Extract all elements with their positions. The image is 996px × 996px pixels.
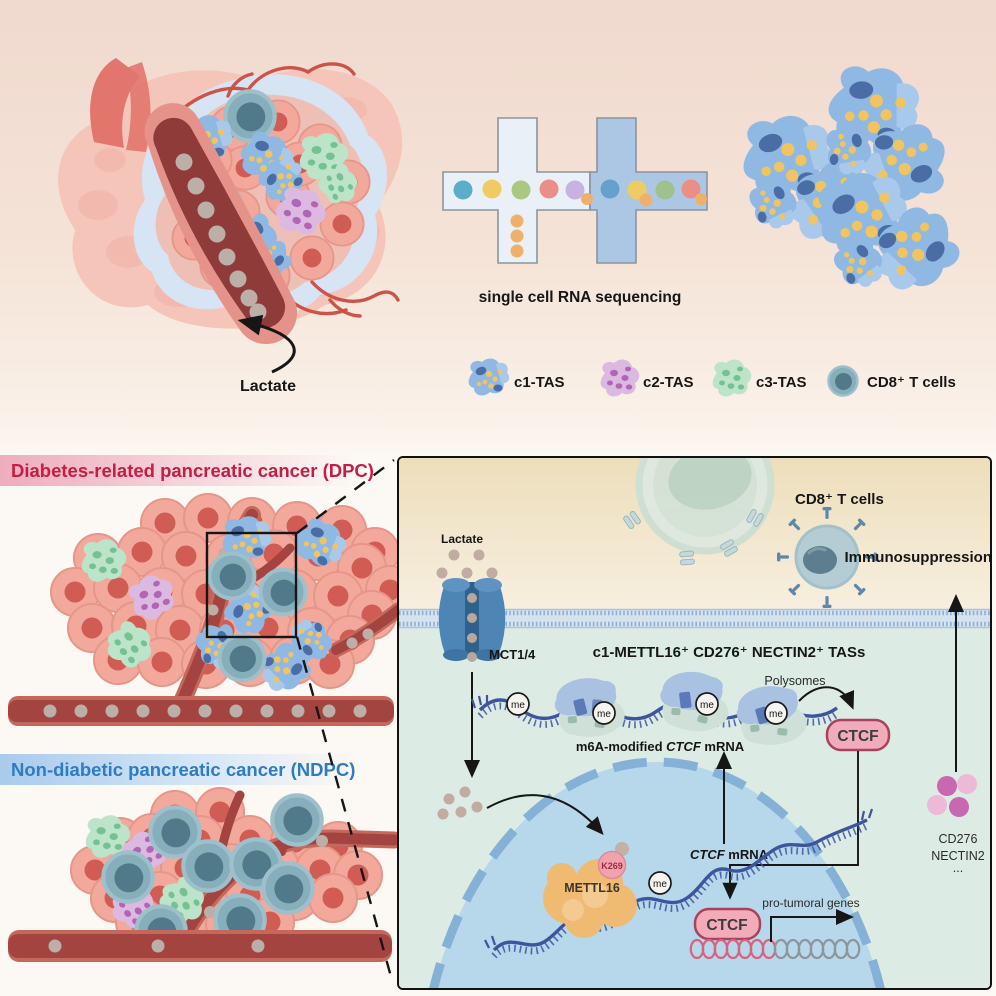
zoom-dashed-line-bottom xyxy=(295,636,395,985)
zoom-dashed-lines xyxy=(295,459,395,985)
m6a-prefix: m6A-modified xyxy=(576,739,666,754)
ndpc-tumor-illustration xyxy=(8,786,403,962)
ndpc-banner: Non-diabetic pancreatic cancer (NDPC) xyxy=(0,754,356,785)
cd8-t-cell-large xyxy=(622,458,775,566)
me-badge: me xyxy=(695,692,719,716)
me-badge: me xyxy=(648,871,672,895)
legend: c1-TAS c2-TAS c3-TAS CD8⁺ T cells xyxy=(468,358,956,397)
transcription-arrow xyxy=(770,909,854,942)
m6a-mrna-label: m6A-modified CTCF mRNA xyxy=(576,739,745,754)
lactate-dots-vessel xyxy=(175,153,267,321)
cd276-label: CD276 xyxy=(939,832,978,846)
k269-label: K269 xyxy=(601,861,623,871)
m6a-gene: CTCF xyxy=(666,739,702,754)
immunosuppression-label: Immunosuppression xyxy=(844,549,992,566)
ctcf-box-label: CTCF xyxy=(837,728,878,745)
ctcf-box-cytoplasm: CTCF xyxy=(825,718,891,752)
mct14-transporter xyxy=(438,578,506,662)
c3-tas-icon xyxy=(712,359,752,397)
lactate-label-panel: Lactate xyxy=(441,532,483,546)
pro-tumoral-genes-label: pro-tumoral genes xyxy=(762,896,859,910)
zoom-dashed-line-top xyxy=(296,459,395,534)
me-label: me xyxy=(769,709,783,720)
pancreatic-duct xyxy=(90,58,140,148)
tas-heading: c1-METTL16⁺ CD276⁺ NECTIN2⁺ TASs xyxy=(593,644,866,661)
c2-tas-icon xyxy=(600,359,640,397)
chip-cells xyxy=(453,179,707,258)
mechanism-panel: CD8⁺ T cells Immunosuppression Lactate M… xyxy=(397,456,992,990)
legend-item-c2: c2-TAS xyxy=(600,359,694,397)
nuclear-import-arrow xyxy=(486,794,604,835)
dpc-banner: Diabetes-related pancreatic cancer (DPC) xyxy=(0,455,374,486)
legend-item-c3: c3-TAS xyxy=(712,359,807,397)
chip-caption: single cell RNA sequencing xyxy=(479,289,682,306)
legend-item-c1: c1-TAS xyxy=(468,358,565,396)
polysomes-label: Polysomes xyxy=(764,674,825,688)
lactate-dots-cytoplasm xyxy=(437,786,483,820)
ctcf-feedback-connector xyxy=(722,751,859,900)
bottom-left-art xyxy=(8,459,416,985)
legend-label-cd8: CD8⁺ T cells xyxy=(867,374,956,391)
me-badge: me xyxy=(764,701,788,725)
mct14-label: MCT1/4 xyxy=(489,647,536,662)
mrna-polysome-strand: me me me me xyxy=(470,670,840,749)
mechanism-art: CD8⁺ T cells Immunosuppression Lactate M… xyxy=(399,458,992,988)
ndpc-lactate-dots xyxy=(48,939,265,953)
lactate-arrow xyxy=(237,314,296,374)
c1-cell-clusters xyxy=(744,57,977,316)
m6a-suffix: mRNA xyxy=(701,739,745,754)
ndpc-title: Non-diabetic pancreatic cancer (NDPC) xyxy=(11,759,356,780)
dna-helix xyxy=(689,938,861,960)
me-badge: me xyxy=(592,701,616,725)
dpc-title: Diabetes-related pancreatic cancer (DPC) xyxy=(11,460,374,481)
ctcf-mrna-suffix: mRNA xyxy=(725,847,769,862)
zoom-rectangle xyxy=(205,531,298,639)
me-badge: me xyxy=(506,692,530,716)
cd276-nectin2-dots xyxy=(927,774,977,817)
ndpc-main-vessel xyxy=(8,930,392,962)
mettl16-complex: K269 METTL16 xyxy=(543,842,637,938)
mettl16-label: METTL16 xyxy=(564,881,620,895)
cd8-t-cell-icon xyxy=(827,365,859,397)
dpc-main-vessel xyxy=(8,696,394,726)
lactate-dots-extracellular xyxy=(436,549,498,579)
lactate-label: Lactate xyxy=(240,378,296,395)
me-label: me xyxy=(700,700,714,711)
legend-label-c3: c3-TAS xyxy=(756,374,807,391)
legend-label-c2: c2-TAS xyxy=(643,374,694,391)
blood-vessel xyxy=(144,103,298,345)
cd8-t-cells-label: CD8⁺ T cells xyxy=(795,491,884,508)
ctcf-box-label: CTCF xyxy=(706,917,747,934)
me-label: me xyxy=(597,709,611,720)
top-section-art: Lactate single cell RNA sequencing c1-TA… xyxy=(58,0,996,397)
ctcf-box-nucleus: CTCF xyxy=(693,907,762,941)
ellipsis-label: ... xyxy=(953,861,963,875)
dpc-lactate-dots xyxy=(43,704,367,718)
me-label: me xyxy=(653,879,667,890)
k269-badge xyxy=(597,850,627,880)
legend-label-c1: c1-TAS xyxy=(514,374,565,391)
me-label: me xyxy=(511,700,525,711)
microfluidic-chip: single cell RNA sequencing xyxy=(442,117,708,306)
translation-arrow xyxy=(798,686,855,710)
cd8-t-cell-small xyxy=(777,507,877,608)
pancreas-illustration: Lactate xyxy=(58,58,403,395)
ctcf-mrna-label: CTCF mRNA xyxy=(690,847,769,862)
nectin2-label: NECTIN2 xyxy=(931,849,985,863)
nuclear-mrna-strand xyxy=(484,808,874,959)
c1-tas-icon xyxy=(468,358,510,396)
dpc-tumor-illustration xyxy=(8,492,416,726)
ctcf-mrna-gene: CTCF xyxy=(690,847,726,862)
legend-item-cd8: CD8⁺ T cells xyxy=(827,365,956,397)
